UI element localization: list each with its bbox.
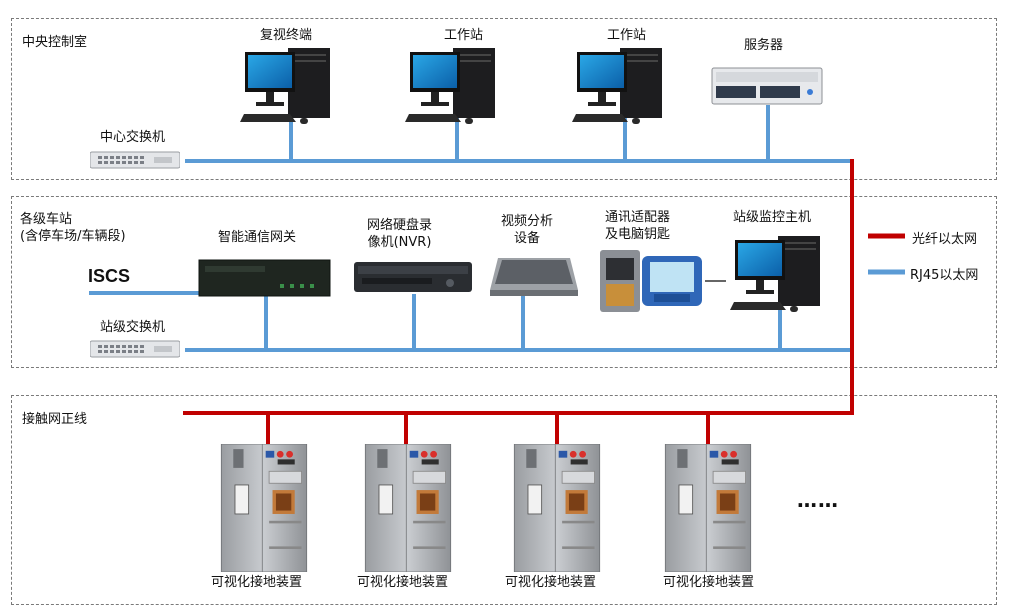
- zone-control-room-title: 中央控制室: [22, 35, 88, 50]
- review-terminal-icon: [240, 48, 330, 124]
- zone-control-room: [11, 18, 997, 180]
- comm-adapter-icon: [600, 250, 640, 312]
- grounding-device-4-icon: [664, 444, 752, 572]
- grounding-device-1-icon: [220, 444, 308, 572]
- station-switch-icon: [90, 340, 180, 358]
- video-analysis-icon: [490, 258, 578, 296]
- grounding-device-2-icon: [364, 444, 452, 572]
- computer-key-icon: [642, 256, 702, 306]
- legend-fiber-label: 光纤以太网: [912, 232, 978, 247]
- video-analysis-label: 视频分析 设备: [501, 214, 554, 246]
- smart-gateway-label: 智能通信网关: [218, 230, 297, 245]
- station-monitor-host-label: 站级监控主机: [733, 210, 812, 225]
- grounding-device-3-label: 可视化接地装置: [505, 575, 597, 590]
- zone-catenary: [11, 395, 997, 605]
- grounding-device-2-label: 可视化接地装置: [357, 575, 449, 590]
- comm-adapter-label: 通讯适配器 及电脑钥匙: [605, 210, 671, 242]
- grounding-device-4-label: 可视化接地装置: [663, 575, 755, 590]
- zone-stations-title: 各级车站 (含停车场/车辆段): [20, 212, 126, 244]
- more-devices-ellipsis: ……: [797, 488, 839, 512]
- center-switch-icon: [90, 151, 180, 169]
- legend-rj45-label: RJ45以太网: [910, 268, 979, 283]
- workstation-1-icon: [405, 48, 495, 124]
- grounding-device-1-label: 可视化接地装置: [211, 575, 303, 590]
- server-icon: [711, 67, 823, 105]
- fiber-lines: [183, 159, 854, 444]
- center-switch-label: 中心交换机: [100, 130, 166, 145]
- review-terminal-label: 复视终端: [260, 28, 313, 43]
- nvr-icon: [354, 262, 472, 292]
- smart-gateway-icon: [198, 259, 331, 297]
- station-monitor-host-icon: [730, 236, 820, 312]
- zone-stations: [11, 196, 997, 368]
- iscs-label: ISCS: [88, 266, 131, 286]
- grounding-device-3-icon: [513, 444, 601, 572]
- station-switch-label: 站级交换机: [100, 320, 166, 335]
- workstation-2-icon: [572, 48, 662, 124]
- server-label: 服务器: [744, 38, 784, 53]
- workstation-1-label: 工作站: [444, 28, 484, 43]
- nvr-label: 网络硬盘录 像机(NVR): [367, 218, 433, 250]
- workstation-2-label: 工作站: [607, 28, 647, 43]
- zone-catenary-title: 接触网正线: [22, 412, 88, 427]
